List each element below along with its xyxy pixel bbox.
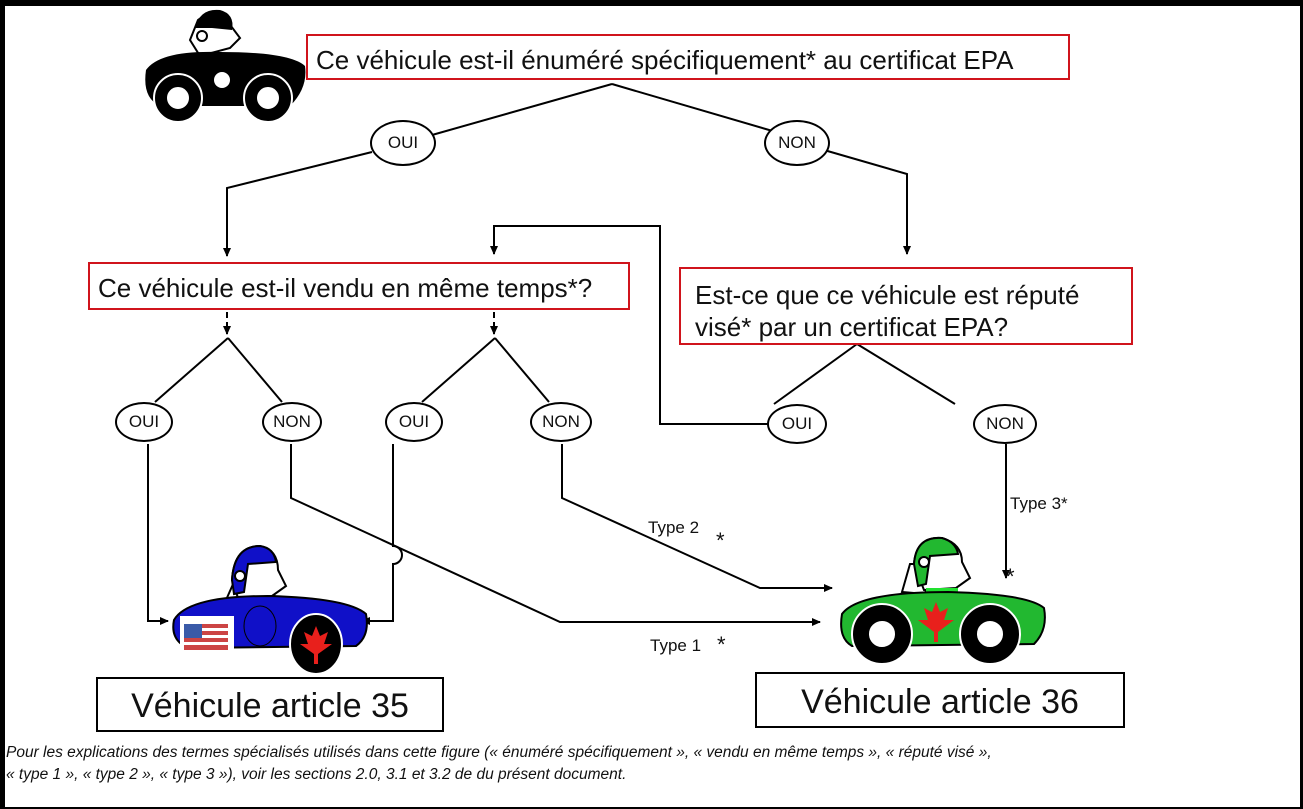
edge-q3-split-oui [773, 343, 858, 405]
us-flag-icon [184, 624, 228, 650]
answer-node-q3-non: NON [973, 404, 1037, 444]
edge-q3-split-non [856, 343, 956, 405]
edge-label-type2: Type 2 [648, 518, 700, 537]
answer-node-q2a-non: NON [262, 402, 322, 442]
edge-label-type2-star: * [716, 528, 725, 553]
question-text: Ce véhicule est-il vendu en même temps*? [98, 273, 593, 303]
question-text: Ce véhicule est-il énuméré spécifiquemen… [316, 45, 1014, 75]
answer-node-q2b-non: NON [530, 402, 592, 442]
edge-label-type3-star: * [1006, 564, 1015, 589]
answer-label: NON [778, 133, 816, 152]
question-specifically-listed: Ce véhicule est-il énuméré spécifiquemen… [306, 34, 1070, 80]
edge-q2a-non-type1 [290, 444, 821, 626]
answer-label: NON [273, 412, 311, 431]
edge-non-to-q3 [823, 149, 911, 255]
answer-node-q1-oui: OUI [370, 120, 436, 166]
edge-q2a-split-oui [154, 337, 229, 403]
footnote-line1: Pour les explications des termes spécial… [6, 744, 992, 761]
maple-leaf-icon [300, 626, 332, 664]
article36-car-illustration [840, 536, 1046, 665]
article35-car-illustration [172, 544, 368, 675]
answer-label: OUI [398, 412, 430, 431]
answer-node-q2a-oui: OUI [115, 402, 173, 442]
answer-node-q3-oui: OUI [767, 404, 827, 444]
answer-label: NON [542, 412, 580, 431]
footnote-line2: « type 1 », « type 2 », « type 3 »), voi… [6, 766, 627, 783]
edge-q3-oui-loop [490, 225, 768, 425]
result-article-35: Véhicule article 35 [96, 677, 444, 732]
question-text-line2: visé* par un certificat EPA? [695, 312, 1009, 342]
answer-label: OUI [387, 133, 419, 152]
edge-q2b-split-oui [421, 337, 496, 403]
answer-node-q1-non: NON [764, 120, 830, 166]
question-text-line1: Est-ce que ce véhicule est réputé [695, 280, 1080, 310]
question-deemed-covered: Est-ce que ce véhicule est réputé visé* … [679, 267, 1133, 345]
edge-q2a-oui-to-35 [147, 444, 169, 625]
edge-oui-to-q2a [223, 151, 373, 257]
footnote: Pour les explications des termes spécial… [6, 742, 992, 786]
answer-label: NON [986, 414, 1024, 433]
edge-q2a-split-non [227, 337, 283, 403]
edge-q1-to-oui [431, 83, 613, 136]
edge-q2b-non-type2 [561, 444, 833, 592]
answer-node-q2b-oui: OUI [385, 402, 443, 442]
answer-label: OUI [128, 412, 160, 431]
result-label: Véhicule article 36 [801, 683, 1079, 721]
edge-label-type1-star: * [717, 632, 726, 657]
edge-q1-to-non [611, 83, 777, 133]
result-article-36: Véhicule article 36 [755, 672, 1125, 728]
maple-leaf-icon [918, 602, 954, 642]
edge-q2b-split-non [494, 337, 550, 403]
result-label: Véhicule article 35 [131, 687, 409, 725]
edge-label-type3: Type 3* [1010, 494, 1068, 513]
question-sold-concurrently: Ce véhicule est-il vendu en même temps*? [88, 262, 630, 310]
start-car-illustration [145, 9, 306, 123]
answer-label: OUI [781, 414, 813, 433]
edge-label-type1: Type 1 [650, 636, 702, 655]
